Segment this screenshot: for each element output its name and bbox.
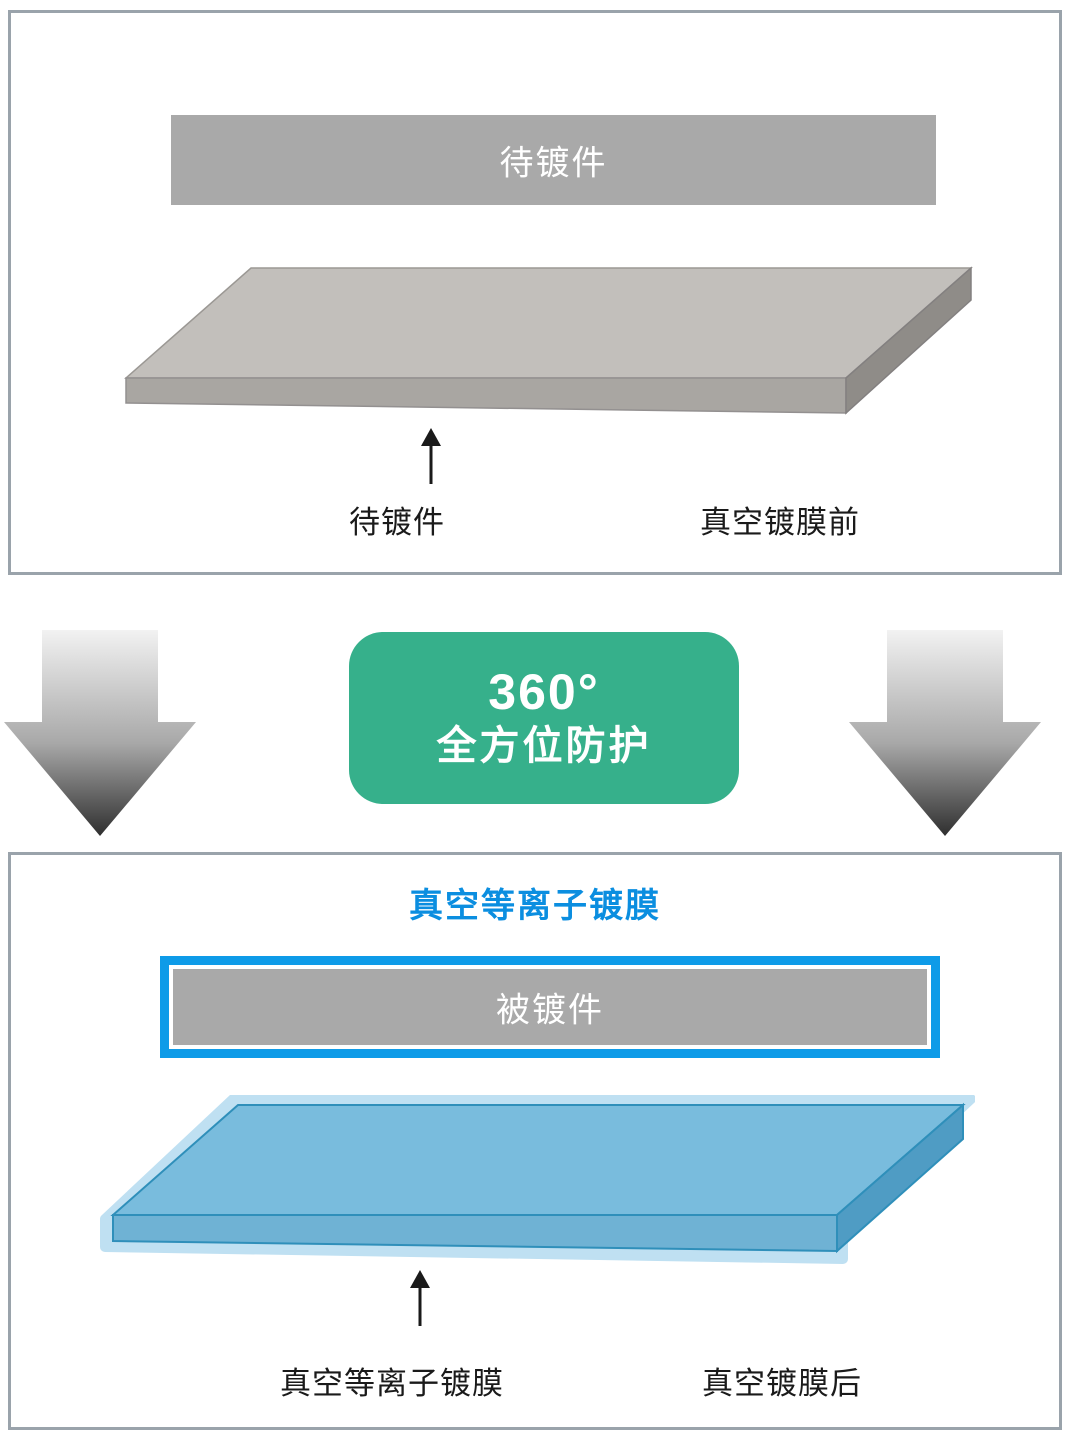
caption-after-vacuum-coating: 真空镀膜后 (702, 1366, 862, 1401)
uncoated-part-bar-label: 待镀件 (499, 144, 608, 183)
caption-before-vacuum-coating: 真空镀膜前 (700, 505, 860, 540)
badge-protection-label: 全方位防护 (436, 724, 652, 769)
down-arrow-right-icon (845, 630, 1045, 840)
pointer-arrow-uncoated (396, 426, 466, 486)
coated-part-bar: 被镀件 (160, 956, 940, 1058)
coated-part-bar-label: 被镀件 (496, 991, 604, 1030)
panel-before-coating: 待镀件 (8, 10, 1062, 575)
uncoated-part-bar: 待镀件 (171, 115, 936, 205)
down-arrow-left-icon (0, 630, 200, 840)
protection-badge: 360° 全方位防护 (349, 632, 739, 804)
uncoated-plate-3d (116, 258, 976, 428)
badge-degrees-label: 360° (488, 663, 600, 720)
coated-plate-3d (95, 1095, 975, 1270)
caption-uncoated-part: 待镀件 (349, 505, 445, 540)
coating-process-title: 真空等离子镀膜 (409, 887, 661, 925)
caption-plasma-coating: 真空等离子镀膜 (280, 1366, 504, 1401)
pointer-arrow-coated (385, 1268, 455, 1328)
coated-part-core: 被镀件 (173, 969, 927, 1045)
